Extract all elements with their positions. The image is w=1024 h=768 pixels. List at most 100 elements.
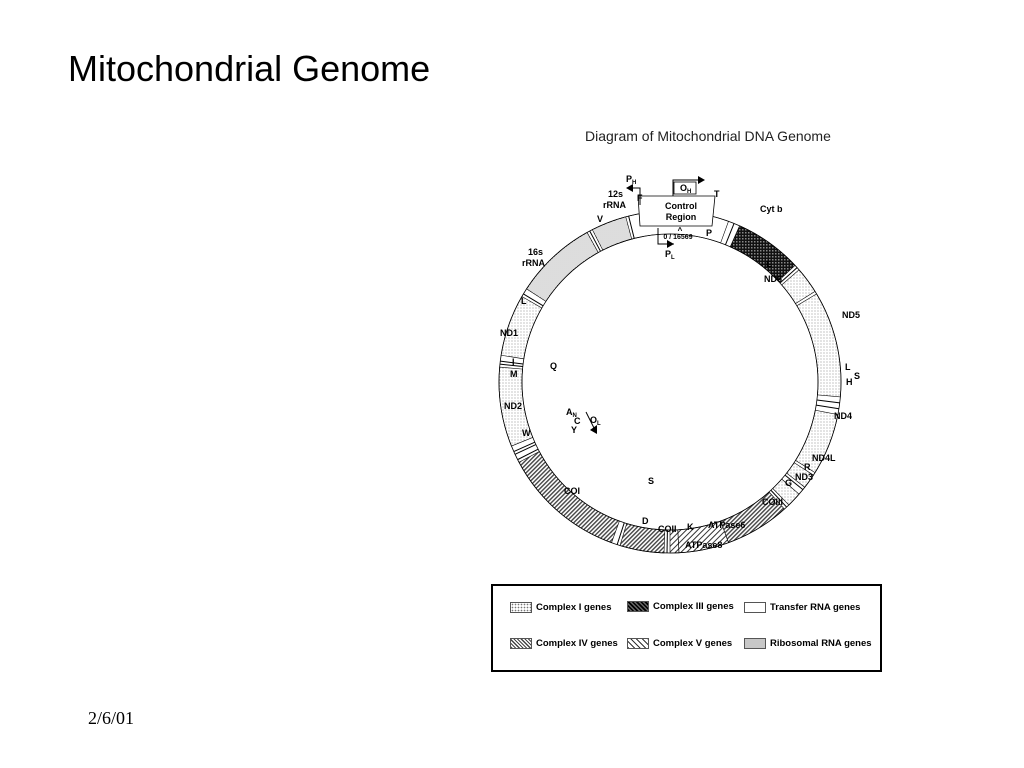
label-K: K (687, 522, 694, 532)
legend-swatch-complex4 (510, 638, 532, 649)
origin-caret: ^ (678, 226, 683, 235)
origin-h-main: O (680, 183, 687, 193)
origin-l-marker: OL (585, 411, 601, 434)
label-rrna-12s-b: rRNA (603, 200, 627, 210)
label-ATPase8: ATPase8 (685, 540, 722, 550)
promoter-h-main: P (626, 174, 632, 184)
trna-tick-7 (616, 522, 625, 545)
label-ND6: ND6 (764, 274, 782, 284)
label-C: C (574, 416, 581, 426)
label-ND4: ND4 (834, 411, 852, 421)
origin-coordinate: 0 / 16569 (663, 234, 692, 241)
label-H: H (846, 377, 853, 387)
trna-tick-4 (784, 474, 804, 491)
trna-tick-11 (499, 363, 523, 368)
label-rrna-12s-a: 12s (608, 189, 623, 199)
legend-swatch-trna (744, 602, 766, 613)
legend-swatch-ribo (744, 638, 766, 649)
trna-tick-9 (514, 444, 537, 455)
legend-item-ribo: Ribosomal RNA genes (744, 638, 872, 649)
label-COII: COII (658, 524, 677, 534)
slide-date: 2/6/01 (88, 708, 135, 728)
label-S-right: S (854, 371, 860, 381)
legend-item-complex5: Complex V genes (627, 638, 732, 649)
control-region-label-2: Region (666, 212, 697, 222)
gene-labels: 12s rRNA 16s rRNA F T P Cyt b E ND6 ND5 … (500, 189, 860, 550)
legend-label-complex4: Complex IV genes (536, 638, 618, 649)
promoter-h-marker: PH (626, 174, 641, 205)
label-Y: Y (571, 425, 577, 435)
svg-text:PL: PL (665, 249, 675, 261)
seg-coi (518, 451, 620, 544)
legend-item-complex1: Complex I genes (510, 602, 612, 613)
diagram-title: Diagram of Mitochondrial DNA Genome (585, 128, 831, 144)
label-L-left: L (521, 296, 527, 306)
label-R: R (804, 462, 811, 472)
legend-item-complex3: Complex III genes (627, 601, 734, 612)
label-CytB: Cyt b (760, 204, 783, 214)
trna-tick-5 (770, 489, 787, 508)
label-ND4L: ND4L (812, 453, 836, 463)
origin-h-marker: OH (672, 176, 705, 196)
seg-nd5 (796, 293, 842, 398)
legend-label-trna: Transfer RNA genes (770, 602, 861, 613)
origin-h-sub: H (687, 189, 691, 195)
origin-l-main: O (590, 415, 597, 425)
label-ND2: ND2 (504, 401, 522, 411)
label-E: E (766, 259, 772, 269)
trna-tick-8 (517, 448, 539, 461)
legend-swatch-complex5 (627, 638, 649, 649)
promoter-l-sub: L (671, 255, 675, 261)
label-I: I (512, 357, 515, 367)
control-region-label-1: Control (665, 201, 697, 211)
legend-swatch-complex3 (627, 601, 649, 612)
label-V: V (597, 214, 603, 224)
promoter-l-main: P (665, 249, 671, 259)
label-rrna-16s-a: 16s (528, 247, 543, 257)
label-AN: AN (566, 407, 577, 419)
legend-label-ribo: Ribosomal RNA genes (770, 638, 872, 649)
label-ATPase6: ATPase6 (708, 520, 745, 530)
trna-tick-14 (589, 230, 601, 252)
legend-label-complex5: Complex V genes (653, 638, 733, 649)
label-rrna-16s-b: rRNA (522, 258, 546, 268)
legend: Complex I genes Complex III genes Transf… (491, 584, 882, 672)
label-W: W (522, 428, 531, 438)
label-P: P (706, 228, 712, 238)
label-AN-main: A (566, 407, 573, 417)
legend-swatch-complex1 (510, 602, 532, 613)
trna-tick-12 (500, 360, 524, 365)
slide-title: Mitochondrial Genome (68, 48, 431, 89)
svg-text:PH: PH (626, 174, 636, 186)
control-region: Control Region 0 / 16569 ^ (637, 195, 716, 241)
label-M: M (510, 369, 518, 379)
label-COIII: COIII (762, 497, 783, 507)
mtdna-genome-diagram: Control Region 0 / 16569 ^ OH PH PL OL 1… (498, 174, 860, 554)
gene-segments (498, 210, 842, 554)
origin-l-sub: L (597, 421, 601, 427)
trna-tick-10 (513, 441, 535, 453)
svg-text:OL: OL (590, 415, 601, 427)
label-ND1: ND1 (500, 328, 518, 338)
promoter-l-marker: PL (657, 228, 675, 261)
legend-label-complex3: Complex III genes (653, 601, 734, 612)
svg-text:OH: OH (680, 183, 691, 195)
legend-label-complex1: Complex I genes (536, 602, 612, 613)
seg-cyt-b (729, 225, 796, 282)
label-S-left: S (648, 476, 654, 486)
trna-tick-13 (523, 293, 544, 307)
seg-nd4 (795, 409, 839, 474)
trna-tick-2 (816, 399, 840, 404)
label-L-right: L (845, 362, 851, 372)
label-ND5: ND5 (842, 310, 860, 320)
trna-tick-0 (724, 223, 735, 245)
promoter-h-sub: H (632, 180, 636, 186)
label-D: D (642, 516, 649, 526)
trna-tick-3 (816, 404, 839, 410)
trna-tick-1 (779, 267, 798, 284)
legend-item-complex4: Complex IV genes (510, 638, 618, 649)
trna-tick-15 (628, 215, 635, 239)
label-Q: Q (550, 361, 557, 371)
label-T: T (714, 189, 720, 199)
label-ND3: ND3 (795, 472, 813, 482)
